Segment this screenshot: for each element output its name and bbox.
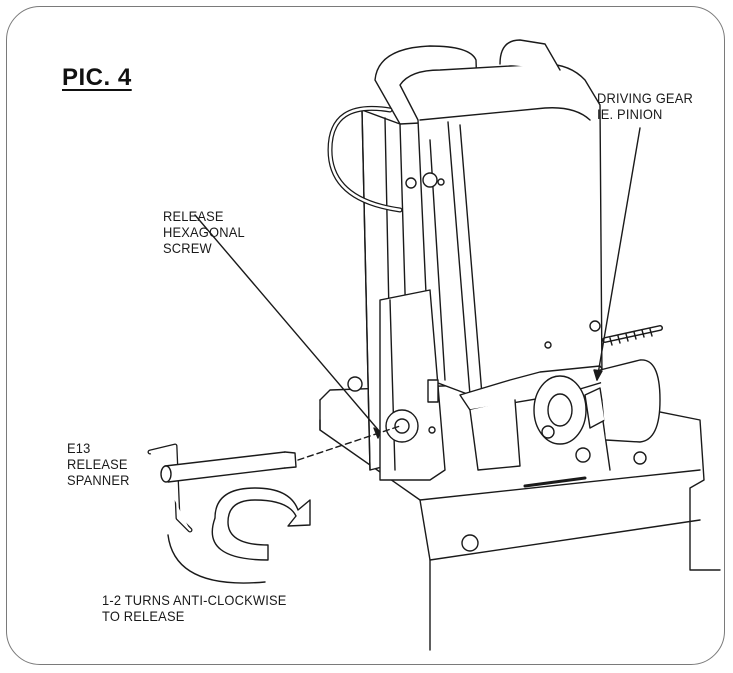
leader-driving-gear [596, 127, 641, 381]
alignment-line [297, 425, 401, 461]
leader-release-screw-arrowhead [373, 427, 381, 439]
leader-release-screw [194, 214, 381, 433]
base-bolts [347, 376, 647, 552]
cable-loop-inner [328, 107, 402, 212]
figure-title: PIC. 4 [62, 64, 132, 91]
leader-driving-gear-arrowhead [593, 369, 603, 381]
rotation-arrow [167, 487, 311, 584]
label-instruction: 1-2 TURNS ANTI-CLOCKWISE TO RELEASE [102, 592, 287, 624]
label-release-spanner: E13 RELEASE SPANNER [67, 440, 130, 488]
front-plate [379, 289, 446, 481]
label-driving-gear: DRIVING GEAR IE. PINION [597, 90, 693, 122]
label-release-screw: RELEASE HEXAGONAL SCREW [163, 208, 245, 256]
rounded-frame [6, 6, 725, 665]
gearbox-housing [399, 39, 603, 396]
spanner-tool [147, 443, 297, 533]
